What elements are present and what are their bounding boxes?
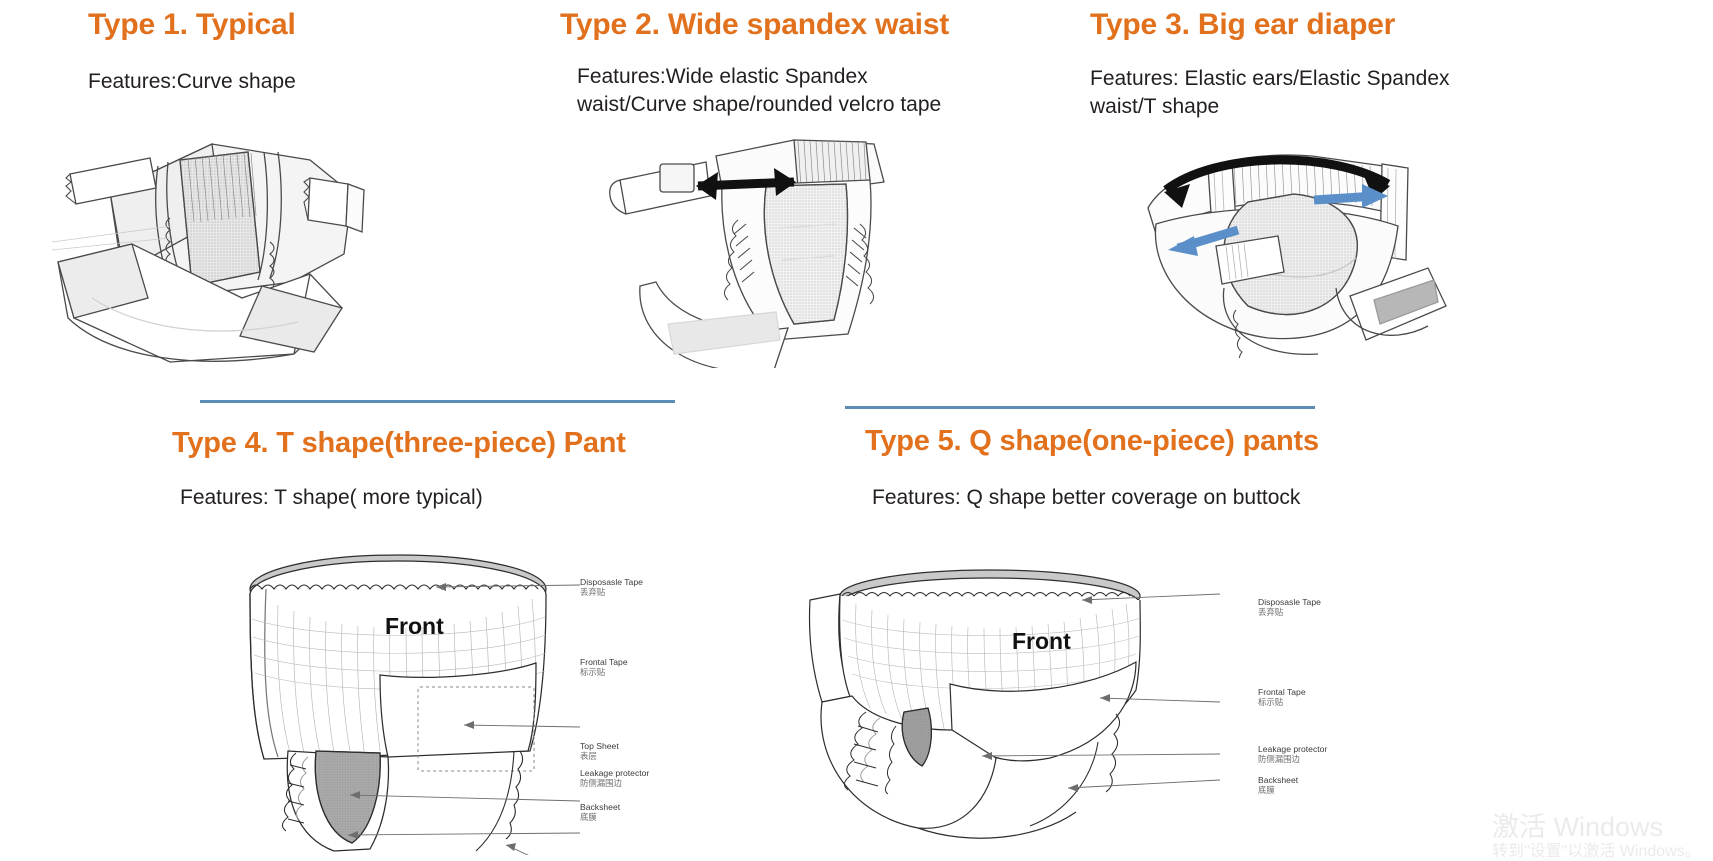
watermark-line-2: 转到"设置"以激活 Windows。 — [1492, 843, 1701, 861]
type-4-callout-top-sheet: Top Sheet 表层 — [580, 741, 619, 762]
callout-en: Frontal Tape — [580, 657, 628, 667]
type-5-callout-frontal-tape: Frontal Tape 标示贴 — [1258, 687, 1306, 708]
type-3-heading: Type 3. Big ear diaper — [1090, 8, 1396, 41]
waist-stretch-arrow-black — [1163, 155, 1391, 208]
callout-en: Leakage protector — [1258, 744, 1328, 754]
divider-left — [200, 400, 675, 403]
pant-type-4-illustration — [230, 545, 650, 855]
type-3-features: Features: Elastic ears/Elastic Spandex w… — [1090, 67, 1450, 118]
type-4-callout-leakage-protector: Leakage protector 防侧漏围边 — [580, 768, 649, 789]
callout-cn: 底膜 — [580, 812, 597, 823]
callout-en: Top Sheet — [580, 741, 619, 751]
type-5-callout-disposable-tape: Disposasle Tape 丢弃贴 — [1258, 597, 1321, 618]
callout-cn: 防侧漏围边 — [1258, 754, 1300, 765]
callout-en: Backsheet — [580, 802, 621, 812]
type-2-heading: Type 2. Wide spandex waist — [560, 8, 950, 41]
diaper-type-2-illustration — [598, 128, 898, 368]
type-2-features: Features:Wide elastic Spandex waist/Curv… — [577, 65, 942, 116]
callout-en: Disposasle Tape — [580, 577, 643, 587]
callout-cn: 表层 — [580, 751, 597, 762]
panel-type-3: Type 3. Big ear diaper Features: Elastic… — [1090, 8, 1560, 120]
diaper-type-1-illustration — [52, 122, 372, 382]
callout-en: Frontal Tape — [1258, 687, 1306, 697]
type-4-heading: Type 4. T shape(three-piece) Pant — [172, 427, 626, 459]
type-5-front-label: Front — [1012, 628, 1071, 654]
type-5-features: Features: Q shape better coverage on but… — [872, 485, 1301, 509]
pant-type-5-illustration — [800, 560, 1250, 860]
windows-activation-watermark: 激活 Windows 转到"设置"以激活 Windows。 — [1492, 812, 1701, 861]
divider-right — [845, 406, 1315, 409]
type-4-front-label: Front — [385, 613, 444, 639]
ear-stretch-arrow-left-blue — [1168, 225, 1240, 256]
type-4-callout-backsheet: Backsheet 底膜 — [580, 802, 620, 823]
callout-en: Disposasle Tape — [1258, 597, 1321, 607]
callout-cn: 丢弃贴 — [580, 587, 606, 598]
width-arrow-black — [696, 168, 796, 200]
callout-en: Leakage protector — [580, 768, 650, 778]
callout-en: Backsheet — [1258, 775, 1299, 785]
panel-type-5: Type 5. Q shape(one-piece) pants Feature… — [865, 425, 1425, 512]
callout-cn: 防侧漏围边 — [580, 778, 622, 789]
callout-cn: 标示贴 — [1258, 697, 1284, 708]
watermark-line-1: 激活 Windows — [1492, 812, 1664, 842]
ear-stretch-arrow-right-blue — [1313, 184, 1388, 208]
panel-type-2: Type 2. Wide spandex waist Features:Wide… — [560, 8, 1030, 118]
type-1-features: Features:Curve shape — [88, 70, 296, 93]
type-5-heading: Type 5. Q shape(one-piece) pants — [865, 425, 1319, 457]
type-5-callout-backsheet: Backsheet 底膜 — [1258, 775, 1298, 796]
callout-cn: 底膜 — [1258, 785, 1275, 796]
panel-type-4: Type 4. T shape(three-piece) Pant Featur… — [172, 427, 732, 512]
type-4-callout-frontal-tape: Frontal Tape 标示贴 — [580, 657, 628, 678]
type-5-callout-leakage-protector: Leakage protector 防侧漏围边 — [1258, 744, 1327, 765]
callout-cn: 丢弃贴 — [1258, 607, 1284, 618]
panel-type-1: Type 1. Typical Features:Curve shape — [88, 8, 508, 96]
type-4-features: Features: T shape( more typical) — [180, 485, 483, 509]
callout-cn: 标示贴 — [580, 667, 606, 678]
type-4-callout-disposable-tape: Disposasle Tape 丢弃贴 — [580, 577, 643, 598]
diaper-type-3-illustration — [1098, 128, 1448, 358]
type-1-heading: Type 1. Typical — [88, 8, 296, 41]
